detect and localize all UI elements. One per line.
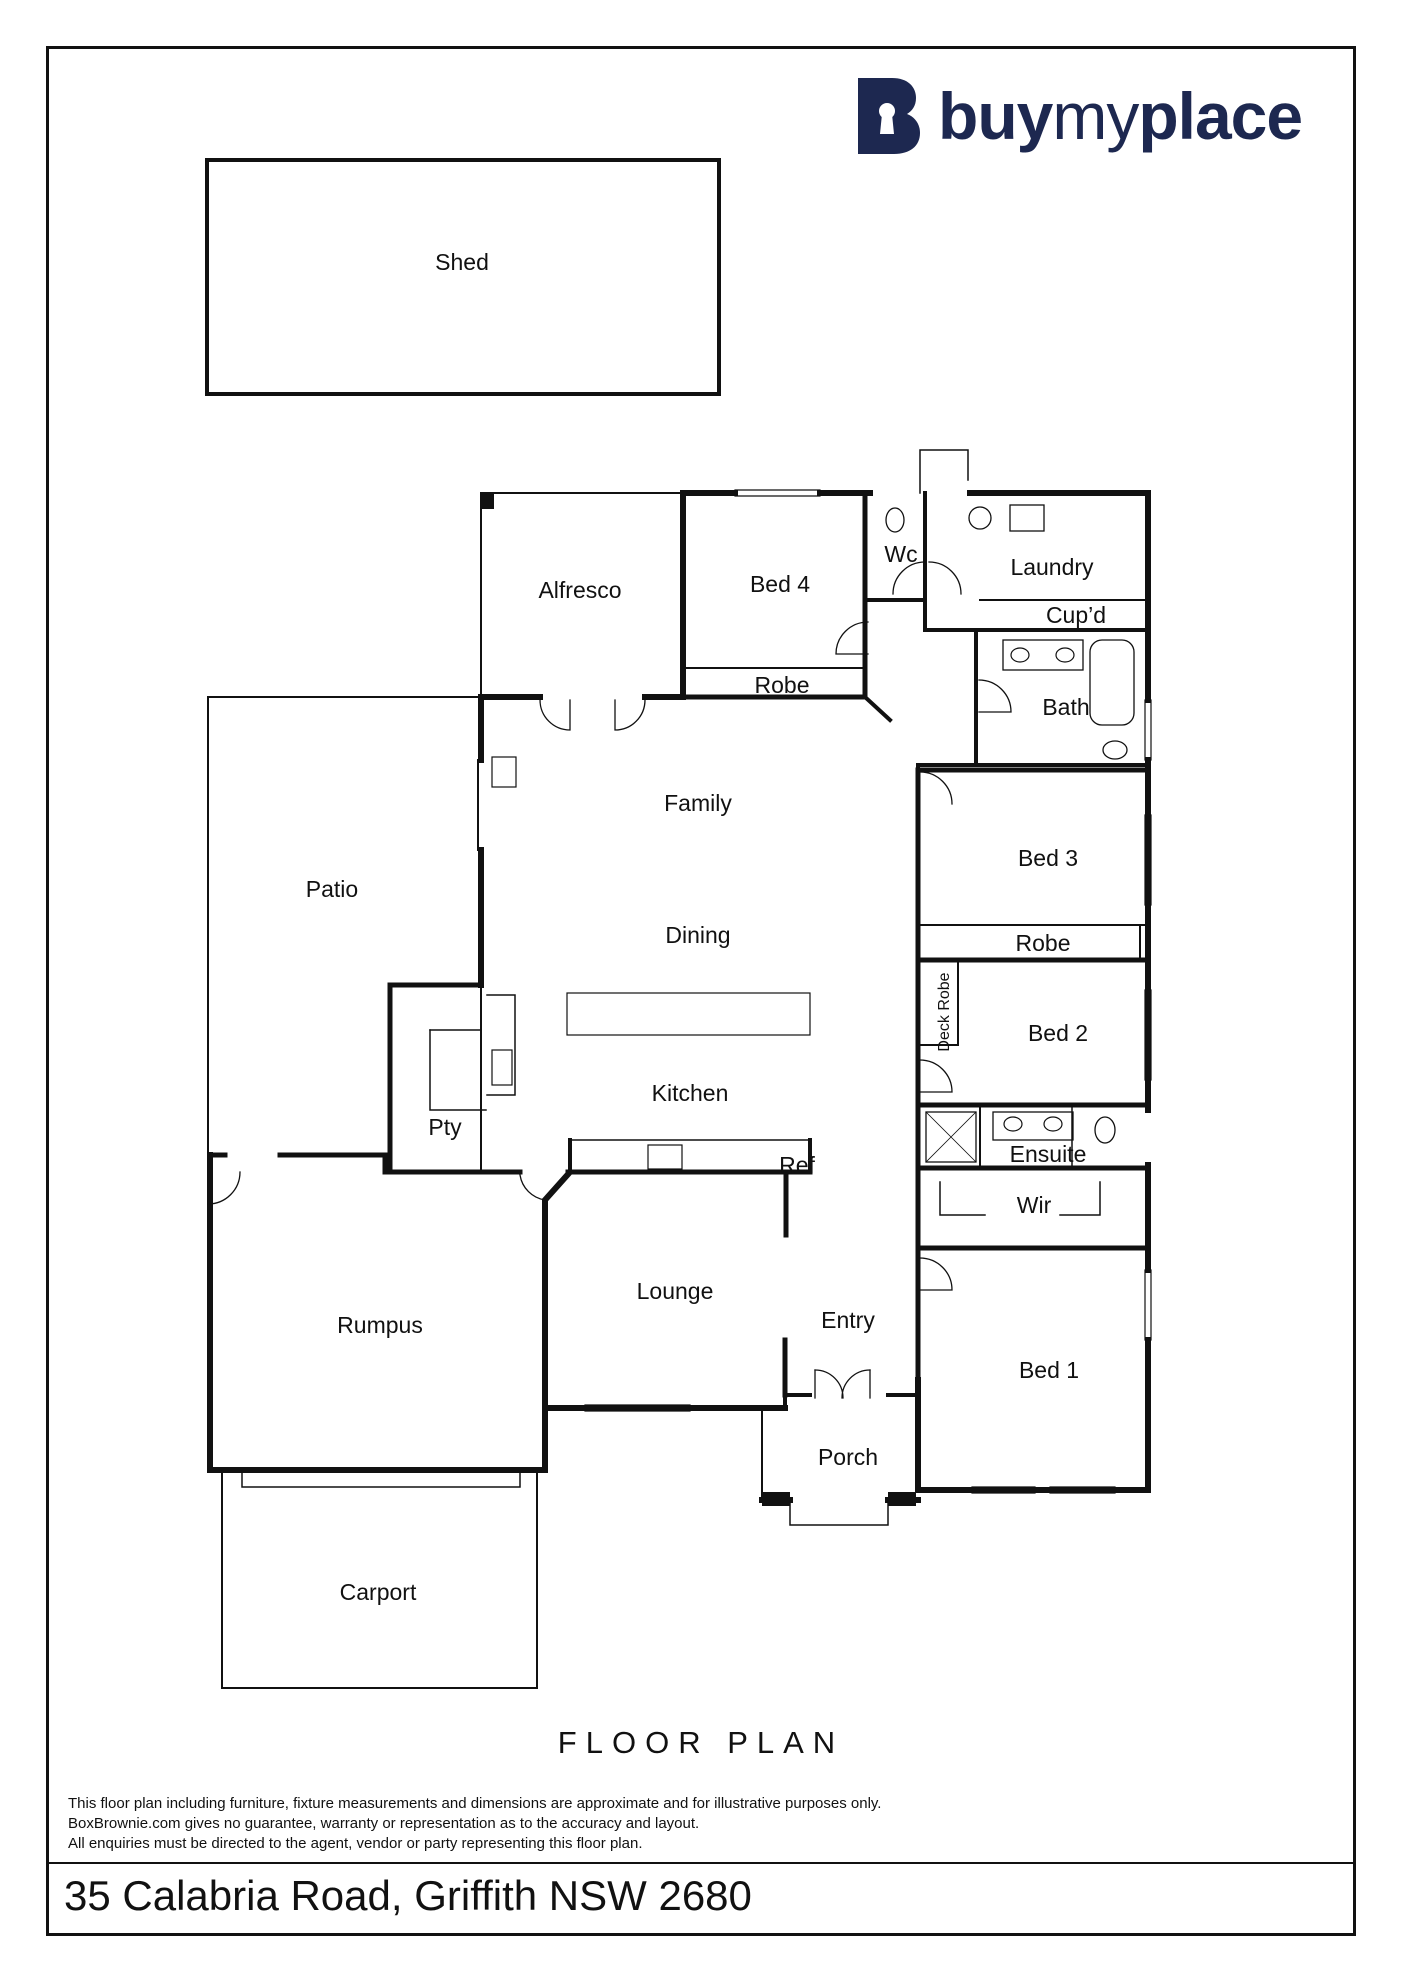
room-label-wc: Wc	[884, 541, 917, 567]
b-keyhole-icon	[858, 78, 920, 154]
room-label-laundry: Laundry	[1010, 554, 1094, 580]
room-label-pty: Pty	[428, 1114, 462, 1140]
room-label-bath: Bath	[1042, 694, 1089, 720]
room-label-wir: Wir	[1017, 1192, 1052, 1218]
room-label-deck-robe: Deck Robe	[936, 972, 953, 1051]
room-label-bed4: Bed 4	[750, 571, 810, 597]
room-label-entry: Entry	[821, 1307, 875, 1333]
room-label-dining: Dining	[665, 922, 730, 948]
disclaimer-line: This floor plan including furniture, fix…	[68, 1795, 882, 1812]
room-label-bed1: Bed 1	[1019, 1357, 1079, 1383]
property-address: 35 Calabria Road, Griffith NSW 2680	[64, 1872, 752, 1919]
room-label-robe-bed3: Robe	[1016, 930, 1071, 956]
brand-wordmark: buymyplace	[938, 79, 1303, 153]
room-label-alfresco: Alfresco	[538, 577, 621, 603]
room-label-bed3: Bed 3	[1018, 845, 1078, 871]
room-label-cupd: Cup’d	[1046, 602, 1106, 628]
room-label-ref: Ref	[779, 1152, 815, 1178]
room-label-porch: Porch	[818, 1444, 878, 1470]
carport-outline	[221, 1469, 538, 1689]
room-label-rumpus: Rumpus	[337, 1312, 423, 1338]
room-label-kitchen: Kitchen	[652, 1080, 729, 1106]
plan-title: FLOOR PLAN	[557, 1725, 845, 1760]
footer-divider	[46, 1862, 1356, 1864]
shed-outline	[205, 158, 721, 396]
floor-plan: Shed Alfresco Bed 4 Robe Wc Laundry Cup’…	[205, 158, 1152, 1689]
brand-logo: buymyplace	[858, 78, 1303, 154]
room-label-bed2: Bed 2	[1028, 1020, 1088, 1046]
room-label-carport: Carport	[340, 1579, 417, 1605]
disclaimer-line: All enquiries must be directed to the ag…	[68, 1835, 643, 1852]
room-label-lounge: Lounge	[637, 1278, 714, 1304]
room-label-shed: Shed	[435, 249, 489, 275]
room-label-family: Family	[664, 790, 732, 816]
disclaimer: This floor plan including furniture, fix…	[68, 1794, 881, 1854]
room-label-robe-bed4: Robe	[755, 672, 810, 698]
room-label-patio: Patio	[306, 876, 358, 902]
disclaimer-line: BoxBrownie.com gives no guarantee, warra…	[68, 1815, 700, 1832]
page-border	[46, 46, 1356, 1936]
room-label-ensuite: Ensuite	[1010, 1141, 1087, 1167]
